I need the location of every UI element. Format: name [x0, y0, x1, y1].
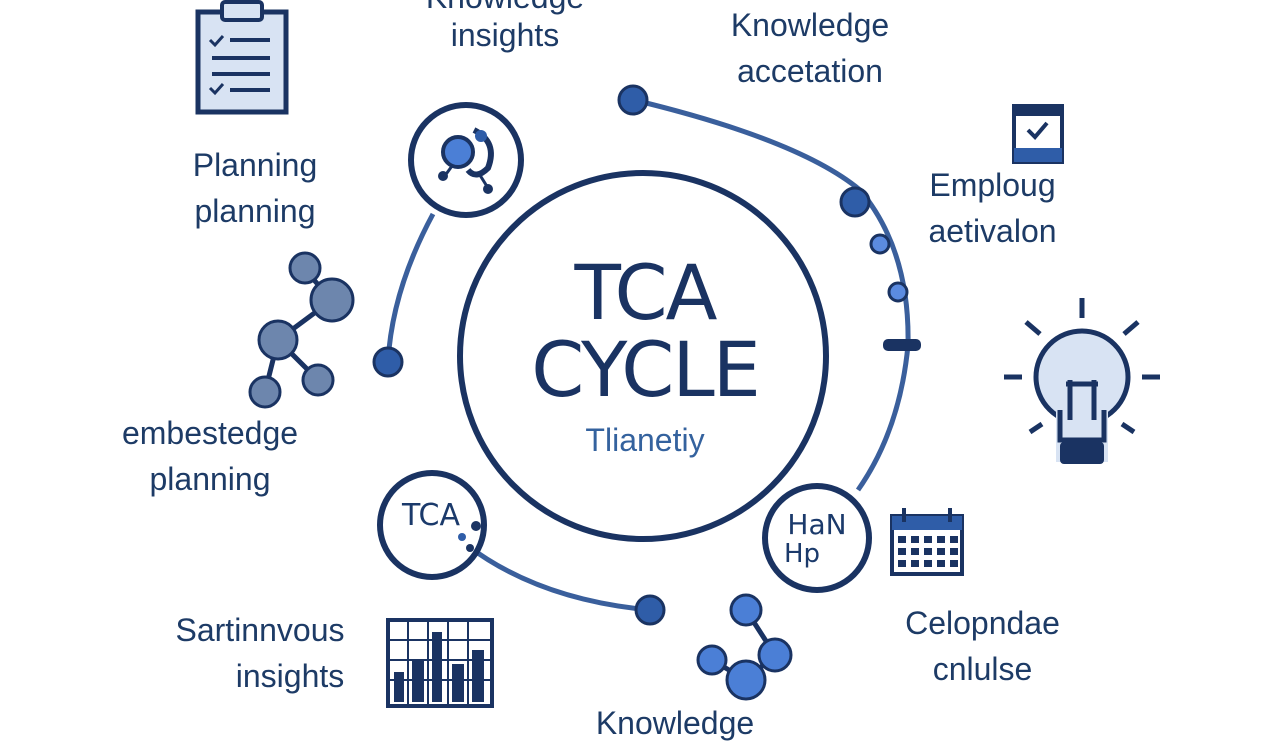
label-employ-line1: Emploug: [929, 167, 1056, 203]
label-top-insights: insights: [420, 12, 590, 58]
center-title-line2: CYCLE: [531, 325, 760, 414]
tca-dot-2: [458, 533, 466, 541]
label-embestedge-line2: planning: [149, 461, 271, 497]
node-right-3: [887, 281, 909, 303]
arc-bottom-left: [466, 543, 651, 613]
han-small-circle: [762, 483, 872, 593]
tca-small-label: TCA: [401, 498, 461, 533]
han-small-label-line2: Hp: [783, 539, 821, 569]
node-bottom: [634, 594, 666, 626]
label-employ: Emploug aetivalon: [905, 162, 1080, 254]
tca-small-circle: [377, 470, 487, 580]
label-employ-line2: aetivalon: [928, 213, 1057, 249]
clipboard-icon: [195, 0, 289, 115]
tca-dot-3: [466, 544, 474, 552]
label-embestedge: embestedge planning: [90, 410, 330, 502]
label-top-partial-line1: Knowledge: [390, 0, 620, 20]
tca-dot-1: [471, 521, 481, 531]
label-embestedge-line1: embestedge: [121, 415, 299, 451]
center-subtitle: Tlianetiy: [585, 422, 705, 458]
calendar-icon: [890, 508, 964, 576]
arc-right-lower: [855, 344, 911, 492]
label-planning-line1: Planning: [192, 147, 318, 183]
enzyme-icon: [438, 127, 494, 194]
node-right-1: [839, 186, 871, 218]
label-top-partial: Knowledge: [390, 0, 620, 20]
label-knowledge-line1: Knowledge: [730, 7, 890, 43]
label-top-insights-line1: insights: [450, 17, 560, 53]
label-sartinnvous-line2: insights: [235, 658, 345, 694]
node-right-4: [883, 339, 921, 351]
center-circle: [457, 170, 829, 542]
label-celopndae-line1: Celopndae: [905, 605, 1060, 641]
label-knowledge: Knowledge accetation: [690, 2, 930, 94]
node-left: [372, 346, 404, 378]
lightbulb-icon: [1004, 298, 1160, 464]
arc-left: [385, 212, 436, 363]
label-bottom-partial: Knowledge: [560, 700, 790, 746]
node-right-2: [869, 233, 891, 255]
label-bottom-partial-line1: Knowledge: [595, 705, 755, 741]
label-sartinnvous: Sartinnvous insights: [140, 607, 380, 699]
label-knowledge-line2: accetation: [737, 53, 883, 89]
label-planning: Planning planning: [160, 142, 350, 234]
label-celopndae-line2: cnlulse: [932, 651, 1033, 687]
label-celopndae: Celopndae cnlulse: [875, 600, 1090, 692]
label-planning-line2: planning: [194, 193, 316, 229]
bar-grid-icon: [386, 618, 494, 708]
node-top: [617, 84, 649, 116]
molecule-blue-icon: [696, 593, 793, 701]
center-title-line1: TCA: [574, 248, 717, 337]
han-small-label-line1: HaN: [787, 508, 847, 541]
diagram-graphics: [195, 0, 1160, 708]
label-sartinnvous-line1: Sartinnvous: [175, 612, 345, 648]
tca-cycle-diagram: TCA CYCLE Tlianetiy TCA HaN Hp Knowledge…: [90, 0, 1160, 741]
molecule-icon: [248, 251, 355, 409]
checkbox-window-icon: [1012, 104, 1064, 164]
